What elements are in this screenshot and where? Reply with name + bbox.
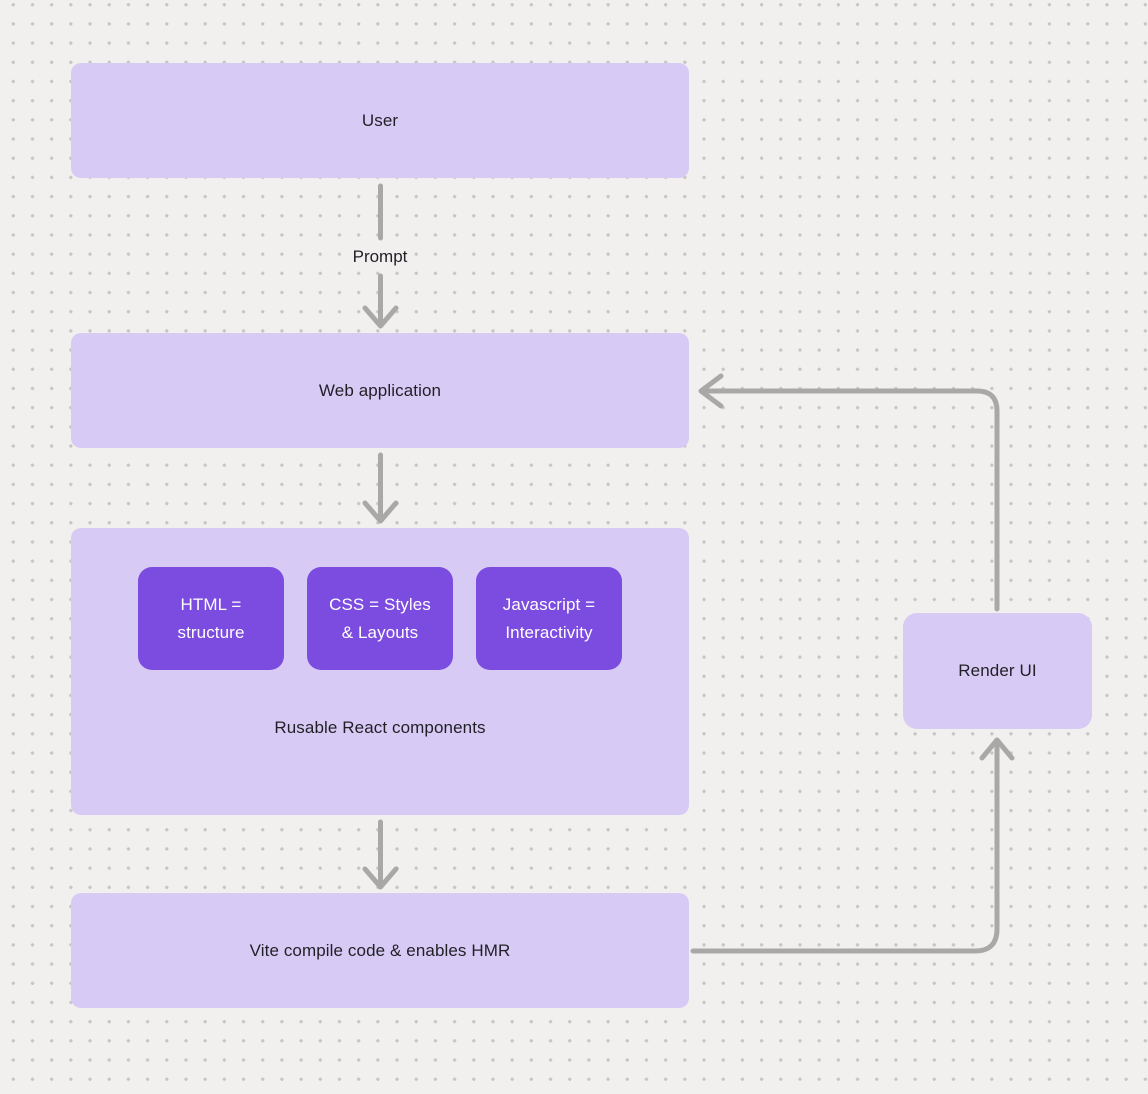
node-web-application-label: Web application [318, 380, 442, 400]
node-vite-label: Vite compile code & enables HMR [249, 940, 511, 960]
arrowhead-left-webapp-icon [698, 373, 724, 409]
node-render-ui[interactable]: Render UI [903, 613, 1092, 729]
node-javascript-label: Javascript = Interactivity [502, 594, 596, 642]
components-group-caption: Rusable React components [274, 718, 486, 737]
node-vite[interactable]: Vite compile code & enables HMR [71, 893, 689, 1008]
node-css-label: CSS = Styles & Layouts [329, 594, 431, 642]
node-web-application[interactable]: Web application [71, 333, 689, 448]
arrowhead-down-vite-icon [362, 866, 399, 890]
arrowhead-up-renderui-icon [979, 737, 1015, 761]
components-row: HTML = structure CSS = Styles & Layouts … [138, 567, 622, 670]
node-html-label: HTML = structure [177, 594, 245, 642]
node-user[interactable]: User [71, 63, 689, 178]
node-html[interactable]: HTML = structure [138, 567, 284, 670]
edge-label-prompt: Prompt [345, 246, 415, 268]
node-user-label: User [361, 110, 399, 130]
node-render-ui-label: Render UI [958, 661, 1037, 680]
arrowhead-down-webapp-icon [362, 305, 399, 329]
node-components-group[interactable]: HTML = structure CSS = Styles & Layouts … [71, 528, 689, 815]
connector-vite-renderui [690, 743, 1000, 954]
node-css[interactable]: CSS = Styles & Layouts [307, 567, 453, 670]
node-javascript[interactable]: Javascript = Interactivity [476, 567, 622, 670]
connector-renderui-webapp [703, 388, 1000, 612]
arrowhead-down-components-icon [362, 500, 399, 524]
